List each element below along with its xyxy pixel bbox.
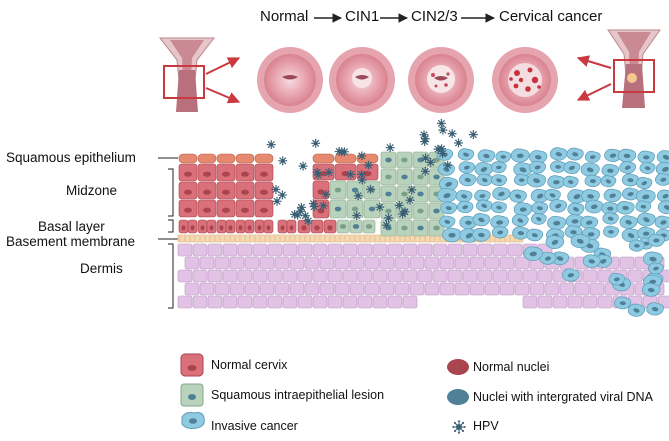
legend-viral-nuclei: Nuclei with intergrated viral DNA [473,390,653,404]
hpv-particles [266,118,478,230]
label-dermis: Dermis [80,261,123,276]
uterus-right-illustration [576,29,661,108]
stage-cervical-cancer: Cervical cancer [499,8,603,25]
cervix-cancer-view [492,47,558,113]
legend-normal-cervix: Normal cervix [211,358,288,372]
legend-swatch-normal-nuclei [447,359,469,375]
label-basal-layer: Basal layer [38,219,105,234]
legend-hpv: HPV [473,419,499,433]
legend-swatch-invasive-cancer [181,412,205,429]
legend-swatch-viral-nuclei [447,389,469,405]
cervix-normal-view [257,47,323,113]
label-squamous-epithelium: Squamous epithelium [6,150,136,165]
label-midzone: Midzone [66,183,118,198]
epithelium-cells [178,147,669,317]
uterus-left-illustration [158,37,241,112]
cervix-cin23-view [408,47,474,113]
legend-swatch-sil [180,383,204,407]
stage-cin1: CIN1 [345,8,380,25]
cervix-cin1-view [329,47,395,113]
legend-sil: Squamous intraepithelial lesion [211,388,385,402]
label-basement-membrane: Basement membrane [6,234,136,249]
legend-invasive-cancer: Invasive cancer [211,419,298,433]
legend-swatch-normal-cervix [180,353,204,377]
hpv-icon [452,420,466,434]
layer-brackets [158,157,178,309]
stage-normal: Normal [260,8,309,25]
stage-cin23: CIN2/3 [411,8,458,25]
legend-normal-nuclei: Normal nuclei [473,360,550,374]
